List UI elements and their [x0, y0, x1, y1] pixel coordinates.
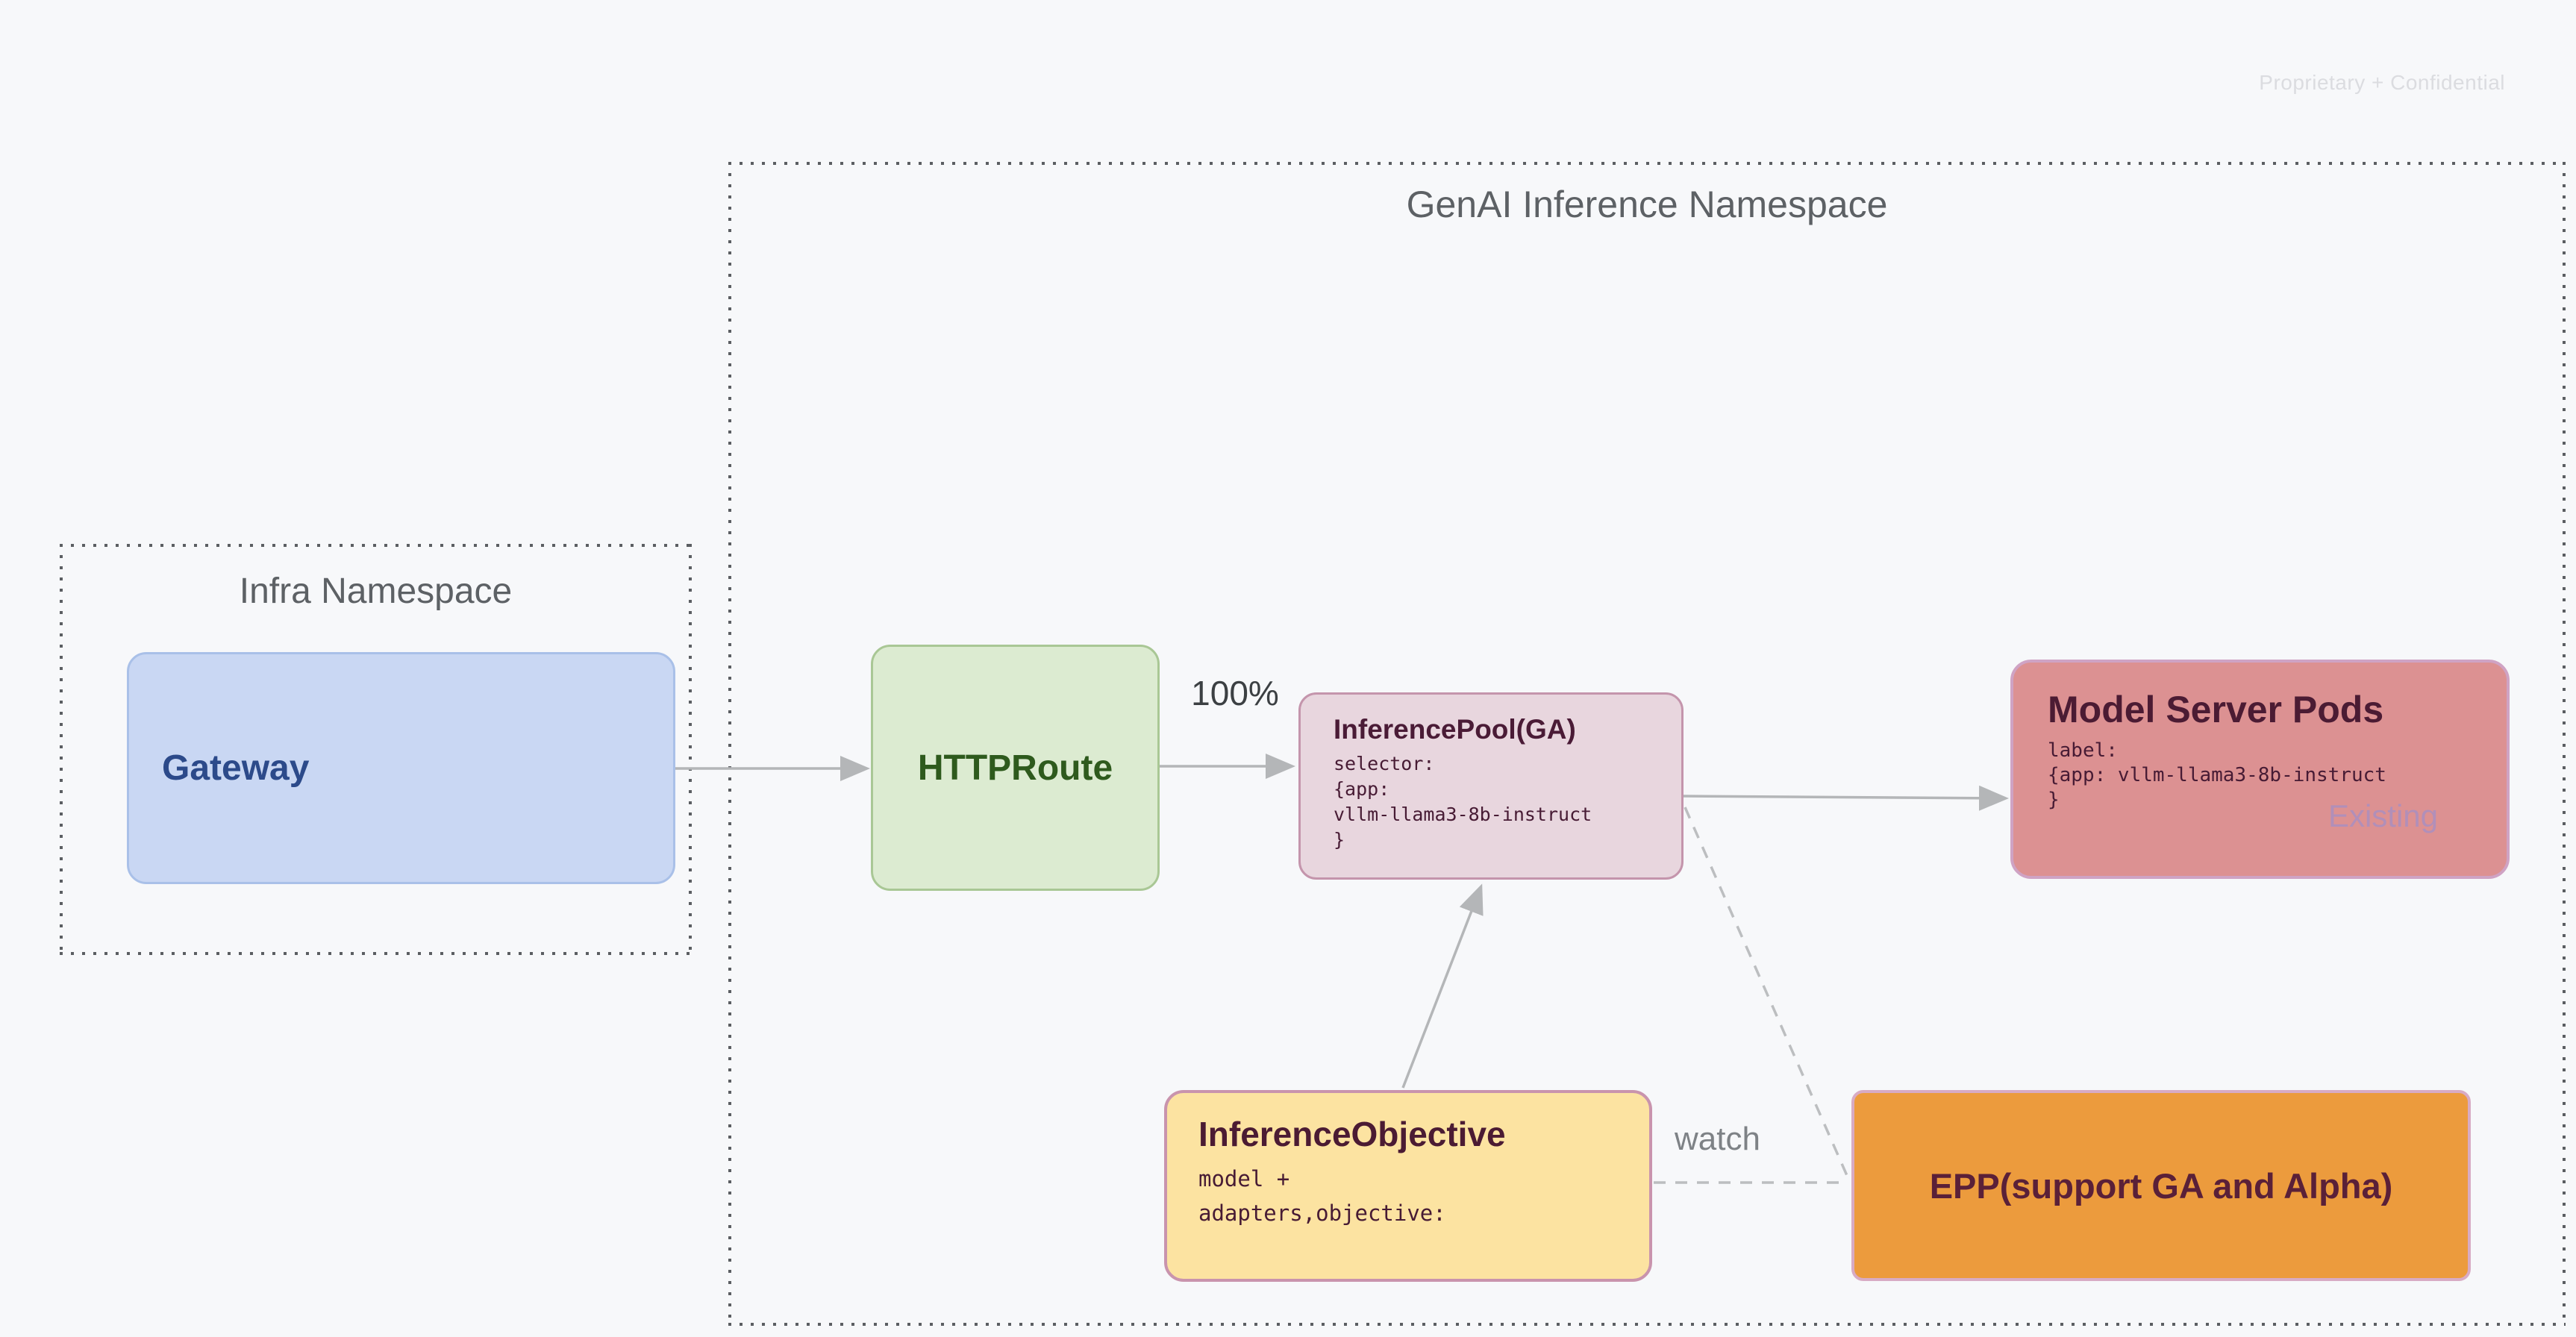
- model-server-pods-title: Model Server Pods: [2048, 689, 2384, 730]
- epp-node: EPP(support GA and Alpha): [1851, 1090, 2471, 1281]
- edge-label-watch: watch: [1675, 1121, 1760, 1157]
- existing-tag: Existing: [2328, 798, 2438, 833]
- gateway-node: Gateway: [127, 652, 675, 884]
- httproute-title: HTTPRoute: [917, 748, 1113, 788]
- genai-namespace-title: GenAI Inference Namespace: [1406, 184, 1888, 225]
- model-server-pods-node: Model Server Pods label: {app: vllm-llam…: [2010, 660, 2510, 879]
- inference-pool-node: InferencePool(GA) selector: {app: vllm-l…: [1298, 692, 1684, 880]
- inference-pool-selector-code: selector: {app: vllm-llama3-8b-instruct …: [1334, 753, 1592, 851]
- model-server-pods-label-code: label: {app: vllm-llama3-8b-instruct }: [2048, 739, 2386, 811]
- gateway-title: Gateway: [162, 748, 310, 788]
- inference-objective-code: model + adapters,objective:: [1198, 1166, 1446, 1226]
- httproute-node: HTTPRoute: [871, 645, 1160, 891]
- infra-namespace-title: Infra Namespace: [239, 572, 513, 611]
- inference-objective-node: InferenceObjective model + adapters,obje…: [1164, 1090, 1652, 1282]
- inference-pool-title: InferencePool(GA): [1334, 714, 1576, 745]
- epp-title: EPP(support GA and Alpha): [1929, 1165, 2393, 1206]
- edge-label-traffic-percent: 100%: [1191, 674, 1279, 713]
- watermark-text: Proprietary + Confidential: [2259, 71, 2505, 94]
- inference-objective-title: InferenceObjective: [1198, 1115, 1506, 1153]
